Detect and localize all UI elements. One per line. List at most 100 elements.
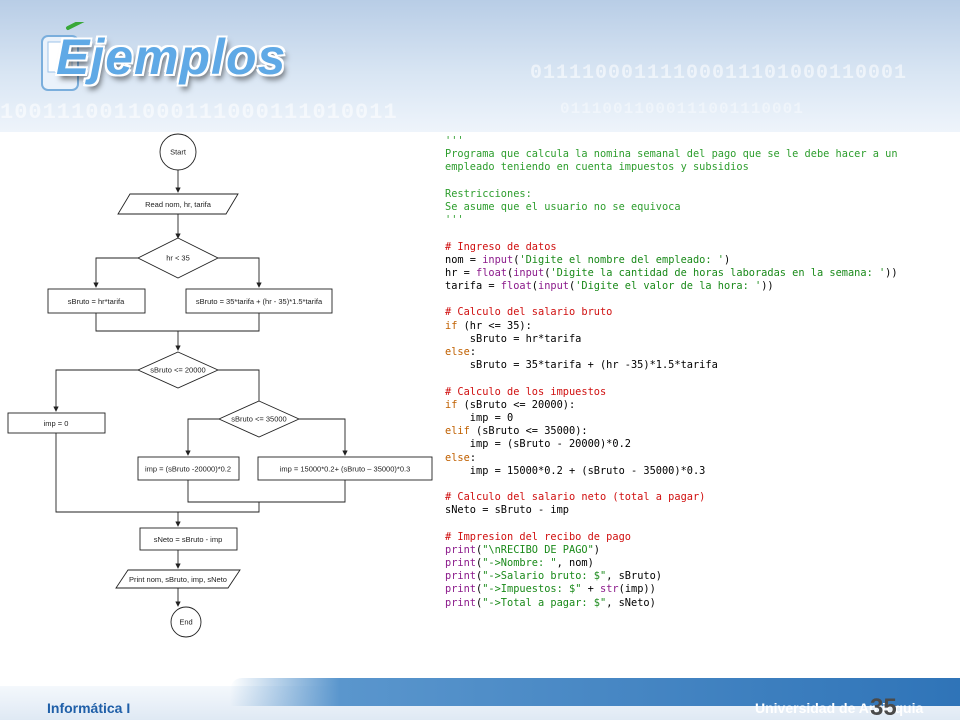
- code-token: (sBruto <= 20000):: [457, 398, 576, 411]
- code-token: nom =: [445, 253, 483, 266]
- code-token: else: [445, 346, 470, 358]
- code-token: else: [445, 451, 470, 464]
- print-output-node: Print nom, sBruto, imp, sNeto: [115, 569, 241, 589]
- process-imp-high: imp = 15000*0.2+ (sBruto – 35000)*0.3: [257, 456, 433, 481]
- process-sneto: sNeto = sBruto - imp: [139, 527, 238, 551]
- code-line: else:: [445, 346, 955, 359]
- code-token: Se asume que el usuario no se equivoca: [445, 200, 681, 213]
- process-imp-mid: imp = (sBruto -20000)*0.2: [137, 456, 240, 481]
- code-line: [445, 478, 955, 491]
- code-line: if (sBruto <= 20000):: [445, 399, 955, 412]
- process-sbruto-right: sBruto = 35*tarifa + (hr - 35)*1.5*tarif…: [185, 288, 333, 314]
- code-line: [445, 227, 955, 240]
- code-token: input: [513, 266, 545, 279]
- code-token: print: [445, 583, 476, 596]
- read-input-node: Read nom, hr, tarifa: [117, 193, 239, 215]
- decision-hr: hr < 35: [136, 237, 220, 279]
- end-node: End: [170, 606, 202, 638]
- code-token: (: [476, 570, 483, 583]
- code-line: hr = float(input('Digite la cantidad de …: [445, 267, 955, 280]
- code-token: (: [569, 280, 576, 293]
- code-line: # Impresion del recibo de pago: [445, 531, 955, 544]
- code-line: print("->Nombre: ", nom): [445, 557, 955, 570]
- code-line: imp = 0: [445, 412, 955, 425]
- code-line: imp = (sBruto - 20000)*0.2: [445, 438, 955, 451]
- svg-text:imp = 0: imp = 0: [44, 419, 69, 428]
- svg-text:Read nom, hr, tarifa: Read nom, hr, tarifa: [145, 200, 212, 209]
- code-token: (: [476, 543, 483, 556]
- code-token: , sBruto): [606, 570, 662, 583]
- code-token: # Ingreso de datos: [445, 240, 557, 253]
- page-title: Ejemplos: [56, 29, 287, 85]
- code-token: (: [513, 253, 520, 266]
- code-token: (imp)): [618, 583, 656, 596]
- code-token: "->Impuestos: $": [482, 583, 582, 596]
- code-token: print: [445, 570, 476, 583]
- code-token: , nom): [556, 557, 594, 569]
- svg-text:Print nom, sBruto, imp, sNeto: Print nom, sBruto, imp, sNeto: [129, 575, 227, 584]
- code-token: if: [445, 398, 458, 411]
- code-line: [445, 175, 955, 188]
- code-line: # Calculo del salario neto (total a paga…: [445, 491, 955, 504]
- code-token: (hr <= 35):: [457, 319, 532, 332]
- binary-decoration-1: 01111000111100011101000110001: [530, 62, 908, 85]
- binary-decoration-3: 01110011000111001110001: [560, 100, 804, 118]
- code-token: float: [500, 280, 532, 293]
- code-token: elif: [445, 425, 470, 438]
- code-line: ''': [445, 214, 955, 227]
- code-line: sBruto = hr*tarifa: [445, 333, 955, 346]
- code-line: elif (sBruto <= 35000):: [445, 425, 955, 438]
- svg-text:End: End: [179, 618, 192, 627]
- code-token: :: [469, 451, 477, 464]
- svg-text:sBruto <= 20000: sBruto <= 20000: [150, 366, 205, 375]
- code-line: print("->Salario bruto: $", sBruto): [445, 570, 955, 583]
- code-line: [445, 372, 955, 385]
- code-token: Programa que calcula la nomina semanal d…: [445, 148, 898, 161]
- code-token: ''': [445, 214, 464, 227]
- code-token: Restricciones:: [445, 187, 532, 200]
- footer: Informática I Universidad de Antioquia 3…: [0, 672, 960, 721]
- code-token: input: [538, 280, 569, 293]
- svg-text:imp = (sBruto -20000)*0.2: imp = (sBruto -20000)*0.2: [145, 465, 231, 474]
- code-token: "->Total a pagar: $": [482, 596, 607, 609]
- code-line: # Calculo del salario bruto: [445, 306, 955, 319]
- code-line: else:: [445, 452, 955, 465]
- pda-pen-icon: [41, 22, 85, 91]
- code-token: "\nRECIBO DE PAGO": [482, 543, 594, 556]
- code-token: # Calculo de los impuestos: [445, 385, 607, 398]
- code-token: , sNeto): [606, 596, 656, 609]
- code-line: print("->Total a pagar: $", sNeto): [445, 597, 955, 610]
- code-token: ''': [445, 135, 464, 147]
- code-line: [445, 517, 955, 530]
- svg-text:sNeto = sBruto - imp: sNeto = sBruto - imp: [154, 535, 223, 544]
- code-line: # Ingreso de datos: [445, 241, 955, 254]
- code-line: sNeto = sBruto - imp: [445, 504, 955, 517]
- code-line: Se asume que el usuario no se equivoca: [445, 201, 955, 214]
- svg-text:imp = 15000*0.2+ (sBruto – 350: imp = 15000*0.2+ (sBruto – 35000)*0.3: [280, 465, 411, 474]
- svg-text:Start: Start: [170, 148, 187, 157]
- code-token: (: [476, 583, 483, 596]
- code-token: tarifa =: [445, 280, 501, 293]
- code-token: imp = 0: [445, 411, 514, 424]
- slide-content: Start Read nom, hr, tarifa hr < 35 sBrut…: [0, 132, 960, 672]
- code-token: (: [507, 266, 514, 279]
- code-token: imp = 15000*0.2 + (sBruto - 35000)*0.3: [445, 464, 706, 477]
- code-token: # Calculo del salario neto (total a paga…: [445, 491, 706, 504]
- code-token: (sBruto <= 35000):: [469, 425, 588, 438]
- svg-text:sBruto <= 35000: sBruto <= 35000: [231, 415, 286, 424]
- code-token: ): [593, 543, 600, 556]
- decision-sbruto-35000: sBruto <= 35000: [217, 400, 301, 438]
- code-token: str: [600, 583, 619, 596]
- code-token: print: [445, 543, 476, 556]
- svg-text:sBruto = 35*tarifa + (hr - 35): sBruto = 35*tarifa + (hr - 35)*1.5*tarif…: [196, 297, 323, 306]
- decision-sbruto-20000: sBruto <= 20000: [136, 351, 220, 389]
- code-token: sNeto = sBruto - imp: [445, 504, 569, 517]
- code-line: # Calculo de los impuestos: [445, 386, 955, 399]
- code-token: )): [885, 266, 898, 279]
- code-token: "->Salario bruto: $": [482, 570, 607, 583]
- code-token: 'Digite la cantidad de horas laboradas e…: [550, 266, 886, 279]
- page-number: 35: [870, 694, 897, 721]
- code-line: Restricciones:: [445, 188, 955, 201]
- code-line: ''': [445, 135, 955, 148]
- code-line: tarifa = float(input('Digite el valor de…: [445, 280, 955, 293]
